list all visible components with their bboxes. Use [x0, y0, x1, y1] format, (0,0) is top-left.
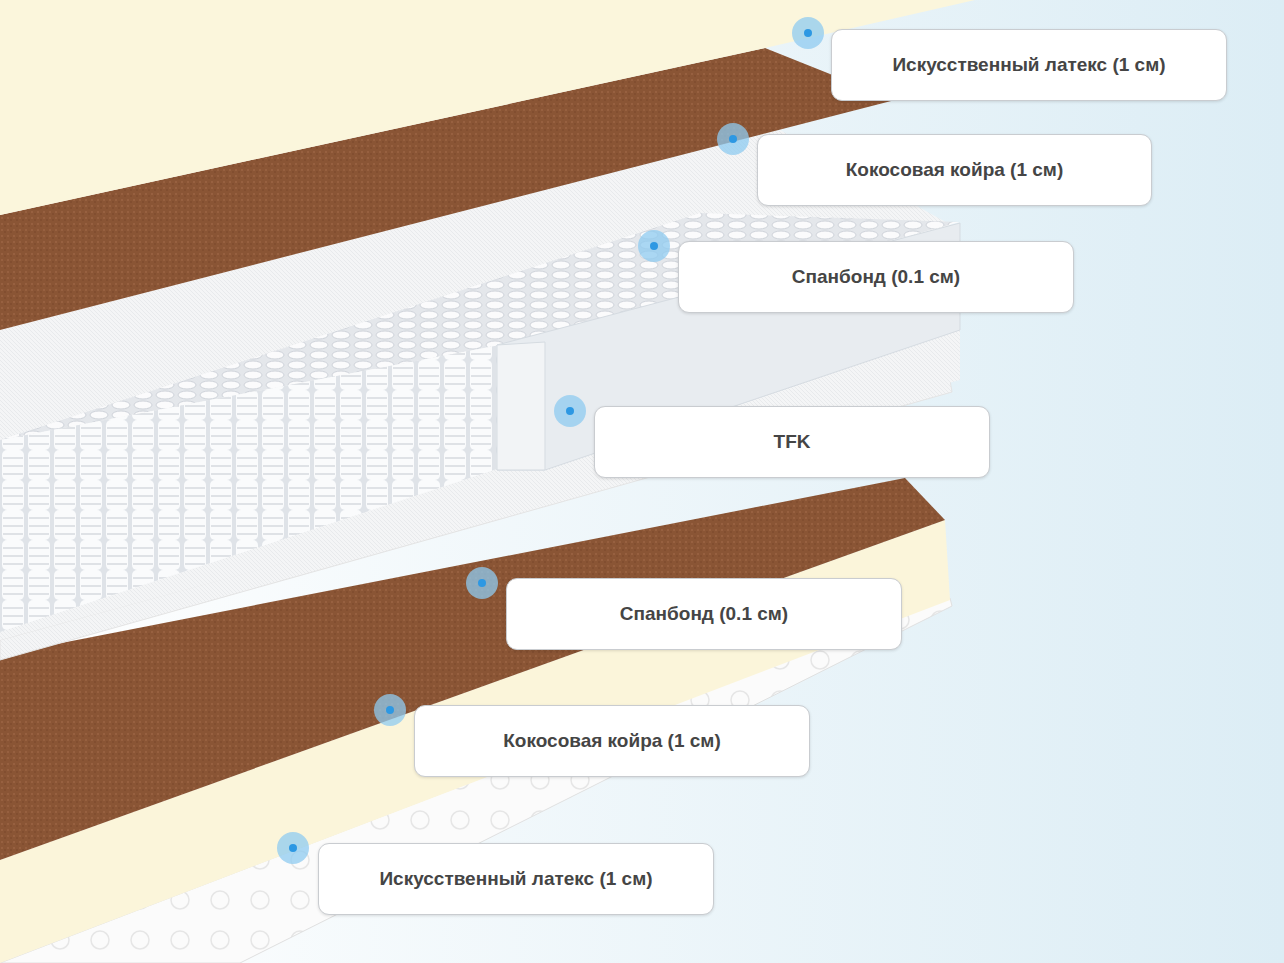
callout-box: Кокосовая койра (1 см)	[414, 705, 810, 777]
callout-box: Спанбонд (0.1 см)	[678, 241, 1074, 313]
layer-label: Искусственный латекс (1 см)	[379, 868, 652, 890]
callout-box: Искусственный латекс (1 см)	[831, 29, 1227, 101]
callout-box: Спанбонд (0.1 см)	[506, 578, 902, 650]
layer-label: Кокосовая койра (1 см)	[503, 730, 720, 752]
callout-box: Искусственный латекс (1 см)	[318, 843, 714, 915]
callout-box: TFK	[594, 406, 990, 478]
layer-label: Спанбонд (0.1 см)	[792, 266, 960, 288]
layer-label: Спанбонд (0.1 см)	[620, 603, 788, 625]
layer-label: Искусственный латекс (1 см)	[892, 54, 1165, 76]
callout-box: Кокосовая койра (1 см)	[757, 134, 1152, 206]
layer-label: Кокосовая койра (1 см)	[846, 159, 1063, 181]
layer-label: TFK	[774, 431, 811, 453]
